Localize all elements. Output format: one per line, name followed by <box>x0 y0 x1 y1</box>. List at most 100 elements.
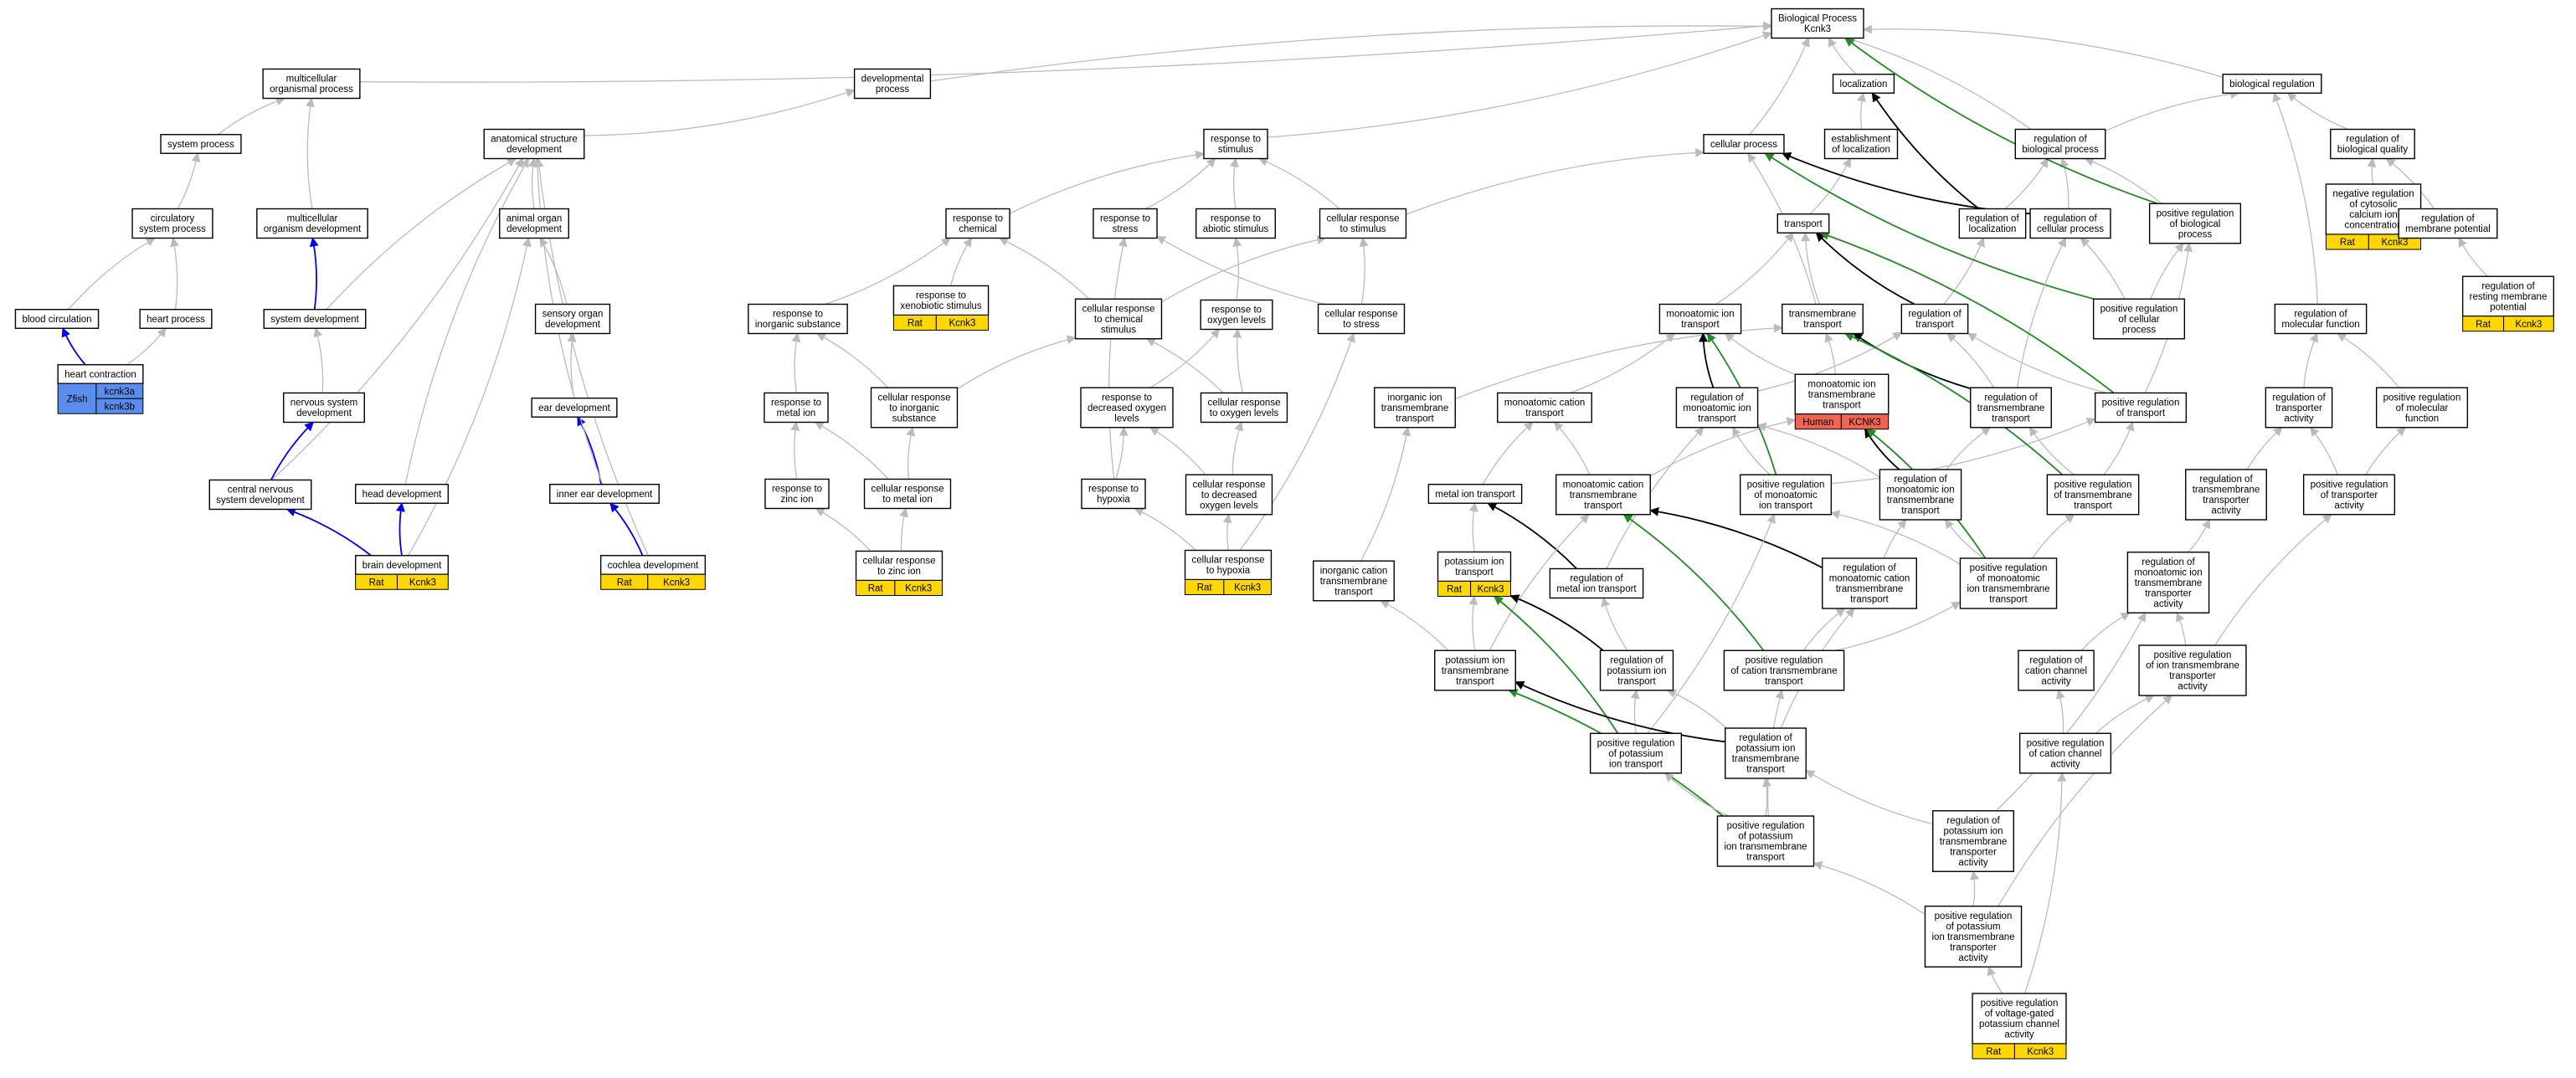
go-term-cp[interactable]: cellular process <box>1703 134 1785 154</box>
go-term-loc[interactable]: localization <box>1832 74 1895 94</box>
go-term-rtta[interactable]: regulation oftransmembranetransporteract… <box>2185 469 2267 521</box>
go-term-trn[interactable]: transport <box>1776 213 1830 234</box>
go-term-hp[interactable]: heart process <box>139 309 213 329</box>
gene-label[interactable]: Kcnk3 <box>2515 320 2542 330</box>
gene-label[interactable]: Kcnk3 <box>905 584 932 594</box>
gene-label[interactable]: Kcnk3 <box>409 578 436 588</box>
gene-label[interactable]: Kcnk3 <box>1478 585 1504 595</box>
go-term-ied[interactable]: inner ear development <box>549 484 660 504</box>
gene-label[interactable]: kcnk3a <box>105 387 136 397</box>
gene-label[interactable]: KCNK3 <box>1848 418 1880 428</box>
go-term-ed[interactable]: ear development <box>531 398 618 418</box>
gene-label[interactable]: Kcnk3 <box>1234 583 1261 593</box>
go-term-breg[interactable]: biological regulation <box>2222 74 2322 94</box>
gene-label[interactable]: kcnk3b <box>105 402 135 412</box>
gene-label[interactable]: Kcnk3 <box>2027 1047 2054 1057</box>
gene-label[interactable]: Kcnk3 <box>949 319 975 329</box>
go-term-bc[interactable]: blood circulation <box>14 309 100 329</box>
go-term-mitt[interactable]: monoatomic iontransmembranetransportHuma… <box>1794 373 1890 430</box>
go-term-mett[interactable]: metal ion transport <box>1427 484 1523 504</box>
go-term-sysp[interactable]: system process <box>160 134 242 154</box>
gene-label[interactable]: Kcnk3 <box>2381 238 2408 248</box>
go-term-hd[interactable]: head development <box>354 484 450 504</box>
go-term-sd[interactable]: system development <box>263 309 367 329</box>
